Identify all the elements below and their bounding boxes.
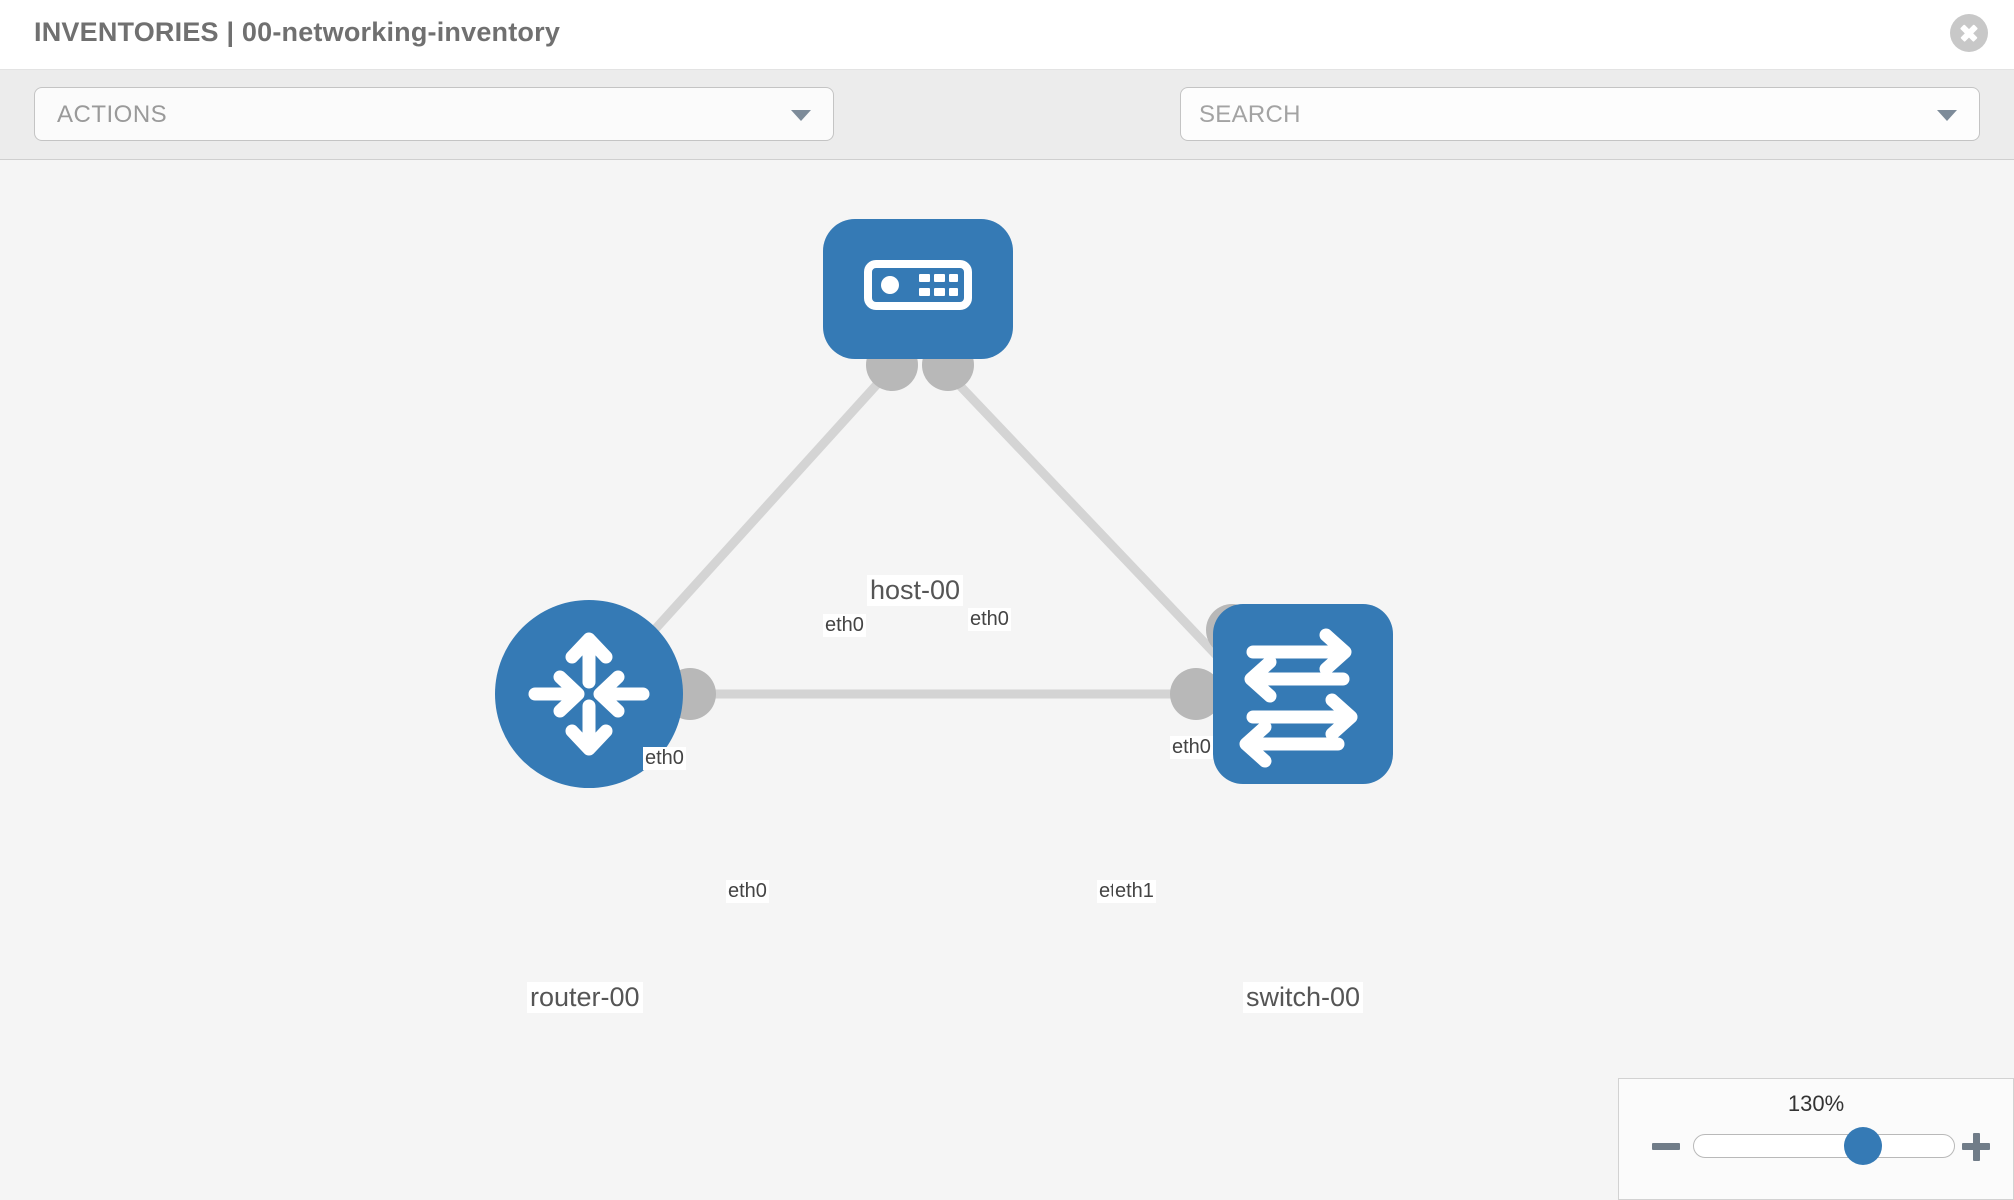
search-input[interactable]: SEARCH (1180, 87, 1980, 141)
connector-switch-left (1170, 668, 1222, 720)
actions-dropdown[interactable]: ACTIONS (34, 87, 834, 141)
app-header: INVENTORIES | 00-networking-inventory (0, 0, 2014, 70)
search-placeholder: SEARCH (1199, 101, 1301, 128)
node-label-router-00: router-00 (527, 982, 643, 1014)
node-label-switch-00: switch-00 (1243, 982, 1364, 1014)
topology-connectors (664, 339, 1258, 720)
actions-dropdown-label: ACTIONS (57, 101, 168, 128)
zoom-out-button[interactable] (1649, 1129, 1683, 1163)
topology-svg (495, 219, 1393, 788)
zoom-control-panel: 130% (1618, 1078, 2014, 1200)
iface-label-router-right: eth0 (726, 880, 769, 903)
iface-label-switch-left-b: eth1 (1113, 880, 1156, 903)
zoom-slider-thumb[interactable] (1844, 1127, 1882, 1165)
zoom-in-button[interactable] (1959, 1129, 1993, 1163)
search-chevron-down-icon[interactable] (1937, 110, 1957, 121)
topology-canvas[interactable]: host-00 router-00 switch-00 eth0 eth0 et… (0, 160, 2014, 1200)
node-router-00 (495, 600, 683, 788)
page-title: INVENTORIES | 00-networking-inventory (34, 17, 561, 47)
node-switch-00 (1213, 604, 1393, 784)
iface-label-router-up: eth0 (643, 747, 686, 770)
topology-links (596, 366, 1244, 699)
iface-label-switch-up: eth0 (1170, 736, 1213, 759)
chevron-down-icon (791, 110, 811, 121)
toolbar: ACTIONS SEARCH (0, 70, 2014, 202)
node-label-host-00: host-00 (867, 575, 964, 607)
iface-label-host-left: eth0 (823, 614, 866, 637)
node-host-00 (823, 219, 1013, 359)
close-icon[interactable] (1950, 14, 1988, 52)
zoom-level-value: 130% (1787, 1091, 1845, 1116)
link-host-switch (941, 366, 1244, 684)
zoom-slider-track[interactable] (1693, 1134, 1955, 1158)
iface-label-host-right: eth0 (968, 608, 1011, 631)
